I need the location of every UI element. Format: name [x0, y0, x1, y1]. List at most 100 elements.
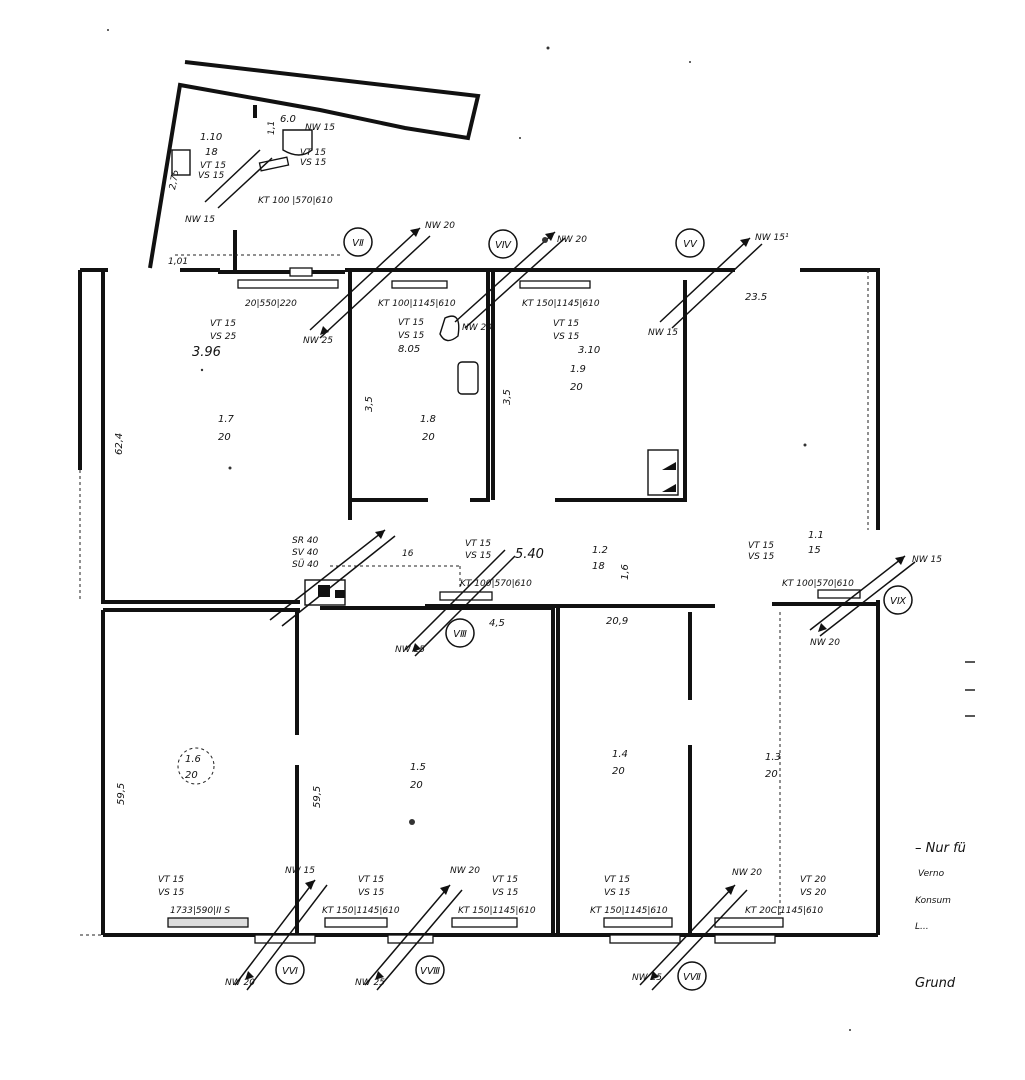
- svg-text:VⅦ: VⅦ: [683, 972, 701, 983]
- svg-text:VT 15: VT 15: [492, 875, 518, 885]
- svg-text:NW 25: NW 25: [632, 973, 662, 983]
- room-temp: 20: [570, 382, 583, 393]
- svg-text:KT 100 |570|610: KT 100 |570|610: [258, 196, 333, 206]
- legend-footer: Grund: [915, 976, 956, 991]
- svg-text:1,1: 1,1: [267, 121, 277, 135]
- svg-text:59,5: 59,5: [312, 786, 323, 808]
- room-id: 1.1: [808, 530, 824, 541]
- svg-text:VS 25: VS 25: [210, 332, 236, 342]
- stack-labels: SR 40 SV 40 SÜ 40: [292, 536, 319, 570]
- svg-text:NW 20: NW 20: [462, 323, 492, 333]
- svg-text:3,5: 3,5: [502, 389, 513, 405]
- svg-text:NW 15: NW 15: [285, 866, 315, 876]
- svg-text:KT 100|570|610: KT 100|570|610: [460, 579, 532, 589]
- svg-text:1733|590|II S: 1733|590|II S: [170, 906, 230, 916]
- legend: – Nur fü Verno Konsum L... Grund: [915, 661, 975, 991]
- circuit-marker: VⅨ: [883, 585, 913, 615]
- svg-text:NW 15: NW 15: [912, 555, 942, 565]
- room-labels: 1.10 18 1.7 20 1.8 20 1.9 20 1.6 20 1.5 …: [177, 132, 824, 791]
- radiator-labels: KT 100 |570|610 20|550|220 KT 100|1145|6…: [170, 196, 854, 916]
- svg-text:KT 150|1145|610: KT 150|1145|610: [322, 906, 400, 916]
- svg-text:SÜ 40: SÜ 40: [292, 559, 319, 570]
- circuit-marker: VⅦ: [677, 961, 707, 991]
- svg-text:5.40: 5.40: [515, 547, 544, 562]
- room-id: 1.9: [570, 364, 586, 375]
- room-temp: 20: [422, 432, 435, 443]
- svg-text:20|550|220: 20|550|220: [245, 299, 297, 309]
- svg-text:NW 20: NW 20: [425, 221, 455, 231]
- circuit-markers: VⅡ VⅣ VⅤ VⅢ VⅨ VⅥ VⅧ VⅦ: [275, 227, 913, 991]
- svg-text:VS 15: VS 15: [553, 332, 579, 342]
- svg-text:VS 15: VS 15: [358, 888, 384, 898]
- room-id: 1.4: [612, 749, 628, 760]
- pipes: [204, 149, 916, 991]
- svg-text:NW 20: NW 20: [557, 235, 587, 245]
- svg-text:VS 15: VS 15: [300, 158, 326, 168]
- legend-line: Verno: [918, 869, 945, 879]
- walls: [78, 60, 880, 944]
- circuit-marker: VⅤ: [675, 228, 705, 258]
- svg-text:VT 15: VT 15: [604, 875, 630, 885]
- svg-text:59,5: 59,5: [116, 783, 127, 805]
- svg-text:VT 15: VT 15: [200, 161, 226, 171]
- room-id: 1.7: [218, 414, 235, 425]
- legend-line: L...: [915, 922, 929, 932]
- svg-text:NW 15¹: NW 15¹: [755, 233, 789, 243]
- svg-text:VⅢ: VⅢ: [453, 629, 467, 640]
- circuit-marker: VⅣ: [488, 229, 518, 259]
- svg-text:3,5: 3,5: [364, 396, 375, 412]
- svg-text:VS 15: VS 15: [158, 888, 184, 898]
- svg-text:16: 16: [402, 549, 414, 559]
- svg-text:VS 15: VS 15: [398, 331, 424, 341]
- radiators: [167, 129, 861, 928]
- svg-text:62,4: 62,4: [114, 433, 125, 455]
- svg-text:VS 15: VS 15: [492, 888, 518, 898]
- svg-text:NW 15: NW 15: [305, 123, 335, 133]
- circuit-marker: VⅧ: [415, 955, 445, 985]
- svg-text:20,9: 20,9: [606, 616, 628, 627]
- svg-text:VⅥ: VⅥ: [282, 966, 298, 977]
- svg-text:3.10: 3.10: [578, 345, 600, 356]
- dimension-labels: 3,5 3,5 4,5 1,6 20,9 62,4 59,5 59,5 2,75…: [114, 121, 631, 808]
- svg-text:VS 20: VS 20: [800, 888, 826, 898]
- svg-text:3.96: 3.96: [192, 345, 221, 360]
- svg-text:VⅣ: VⅣ: [495, 240, 512, 251]
- room-id: 1.5: [410, 762, 426, 773]
- svg-text:1,6: 1,6: [620, 564, 631, 580]
- svg-text:KT 150|1145|610: KT 150|1145|610: [458, 906, 536, 916]
- svg-text:VT 15: VT 15: [358, 875, 384, 885]
- svg-text:VT 15: VT 15: [748, 541, 774, 551]
- legend-title: – Nur fü: [915, 841, 966, 856]
- svg-text:KT 150|1145|610: KT 150|1145|610: [590, 906, 668, 916]
- room-id: 1.2: [592, 545, 608, 556]
- svg-text:NW 15: NW 15: [395, 645, 425, 655]
- heat-loads: 3.96 8.05 3.10 5.40 23.5 6.0: [192, 114, 767, 562]
- svg-text:VS 15: VS 15: [604, 888, 630, 898]
- room-temp: 18: [205, 147, 218, 158]
- svg-text:VⅧ: VⅧ: [420, 966, 440, 977]
- svg-text:NW 20: NW 20: [225, 978, 255, 988]
- svg-text:KT 100|1145|610: KT 100|1145|610: [378, 299, 456, 309]
- svg-text:NW 15: NW 15: [648, 328, 678, 338]
- svg-text:NW 20: NW 20: [732, 868, 762, 878]
- room-temp: 15: [808, 545, 821, 556]
- room-id: 1.8: [420, 414, 436, 425]
- svg-text:NW 20: NW 20: [810, 638, 840, 648]
- room-id: 1.6: [185, 754, 201, 765]
- svg-text:4,5: 4,5: [489, 618, 505, 629]
- circuit-marker: VⅢ: [445, 618, 475, 648]
- room-id: 1.10: [200, 132, 222, 143]
- svg-text:NW 20: NW 20: [450, 866, 480, 876]
- valve-labels: VT 15 VS 15 VT 15 VS 15 VT 15 VS 25 VT 1…: [158, 148, 826, 898]
- svg-text:NW 25: NW 25: [303, 336, 333, 346]
- svg-text:SR 40: SR 40: [292, 536, 319, 546]
- svg-text:VT 15: VT 15: [398, 318, 424, 328]
- svg-text:1,01: 1,01: [168, 257, 188, 267]
- pipe-labels: NW 15 NW 15 NW 20 NW 20 NW 15¹ NW 25 NW …: [185, 123, 942, 988]
- svg-text:VⅡ: VⅡ: [352, 238, 364, 249]
- room-temp: 20: [612, 766, 625, 777]
- svg-text:VS 15: VS 15: [198, 171, 224, 181]
- circuit-marker: VⅡ: [343, 227, 373, 257]
- svg-text:VT 15: VT 15: [300, 148, 326, 158]
